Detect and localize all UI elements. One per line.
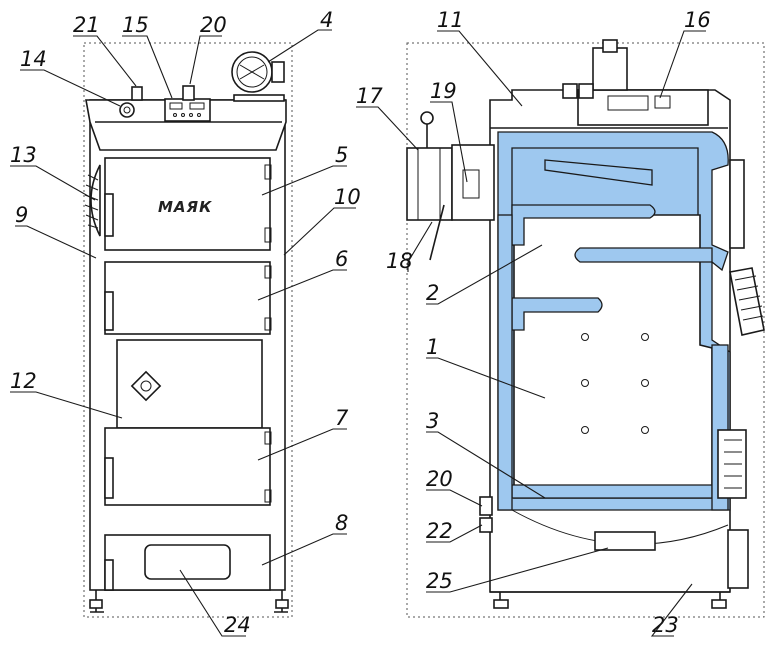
handle-7 xyxy=(104,457,114,499)
label-2: 2 xyxy=(426,281,439,305)
baffle-2 xyxy=(511,204,656,246)
label-16: 16 xyxy=(684,8,711,32)
label-6: 6 xyxy=(335,247,348,271)
brand-label: МАЯК xyxy=(158,198,212,216)
label-21: 21 xyxy=(73,13,100,37)
label-15: 15 xyxy=(122,13,149,37)
handle-6 xyxy=(104,291,114,331)
valve-20 xyxy=(182,85,195,101)
label-9: 9 xyxy=(15,203,28,227)
label-8: 8 xyxy=(335,511,348,535)
label-5: 5 xyxy=(335,143,348,167)
label-25: 25 xyxy=(426,569,453,593)
control-panel xyxy=(164,98,211,122)
label-4: 4 xyxy=(320,8,333,32)
label-11: 11 xyxy=(437,8,464,32)
handle-8 xyxy=(104,559,114,591)
label-19: 19 xyxy=(430,79,457,103)
label-13: 13 xyxy=(10,143,37,167)
thermometer-icon xyxy=(119,102,135,118)
label-3: 3 xyxy=(426,409,439,433)
label-12: 12 xyxy=(10,369,37,393)
lever-18 xyxy=(429,204,445,261)
front-view-frame xyxy=(83,42,293,618)
baffle-4 xyxy=(511,297,603,331)
valve-21 xyxy=(131,86,143,101)
door-7 xyxy=(104,427,271,506)
label-20-side: 20 xyxy=(426,467,453,491)
fan-housing-17 xyxy=(406,147,453,221)
top-hood xyxy=(85,99,287,151)
callouts: 21 15 20 4 14 13 5 9 10 6 12 7 8 24 11 1… xyxy=(10,8,711,637)
hinge-upper xyxy=(729,159,745,249)
label-14: 14 xyxy=(20,47,47,71)
label-7: 7 xyxy=(335,406,349,430)
door-open xyxy=(729,267,765,336)
label-17: 17 xyxy=(356,84,383,108)
baffle-3 xyxy=(574,247,713,263)
door-6 xyxy=(104,261,271,335)
front-view: МАЯК xyxy=(83,42,293,618)
baffle-top xyxy=(544,159,653,186)
side-view-frame xyxy=(406,42,765,618)
label-20: 20 xyxy=(200,13,227,37)
control-unit-16 xyxy=(577,89,709,126)
door-5 xyxy=(104,157,271,251)
side-view xyxy=(406,39,765,618)
badge-icon xyxy=(130,370,162,402)
label-22: 22 xyxy=(426,519,453,543)
label-23: 23 xyxy=(652,613,679,637)
stay-bolts xyxy=(581,333,649,434)
label-10: 10 xyxy=(334,185,361,209)
ash-pan-25 xyxy=(594,531,656,551)
inspection-window xyxy=(144,544,231,580)
handle-5 xyxy=(104,193,114,237)
flap-19 xyxy=(451,144,495,221)
label-1: 1 xyxy=(426,335,439,359)
label-24: 24 xyxy=(224,613,251,637)
